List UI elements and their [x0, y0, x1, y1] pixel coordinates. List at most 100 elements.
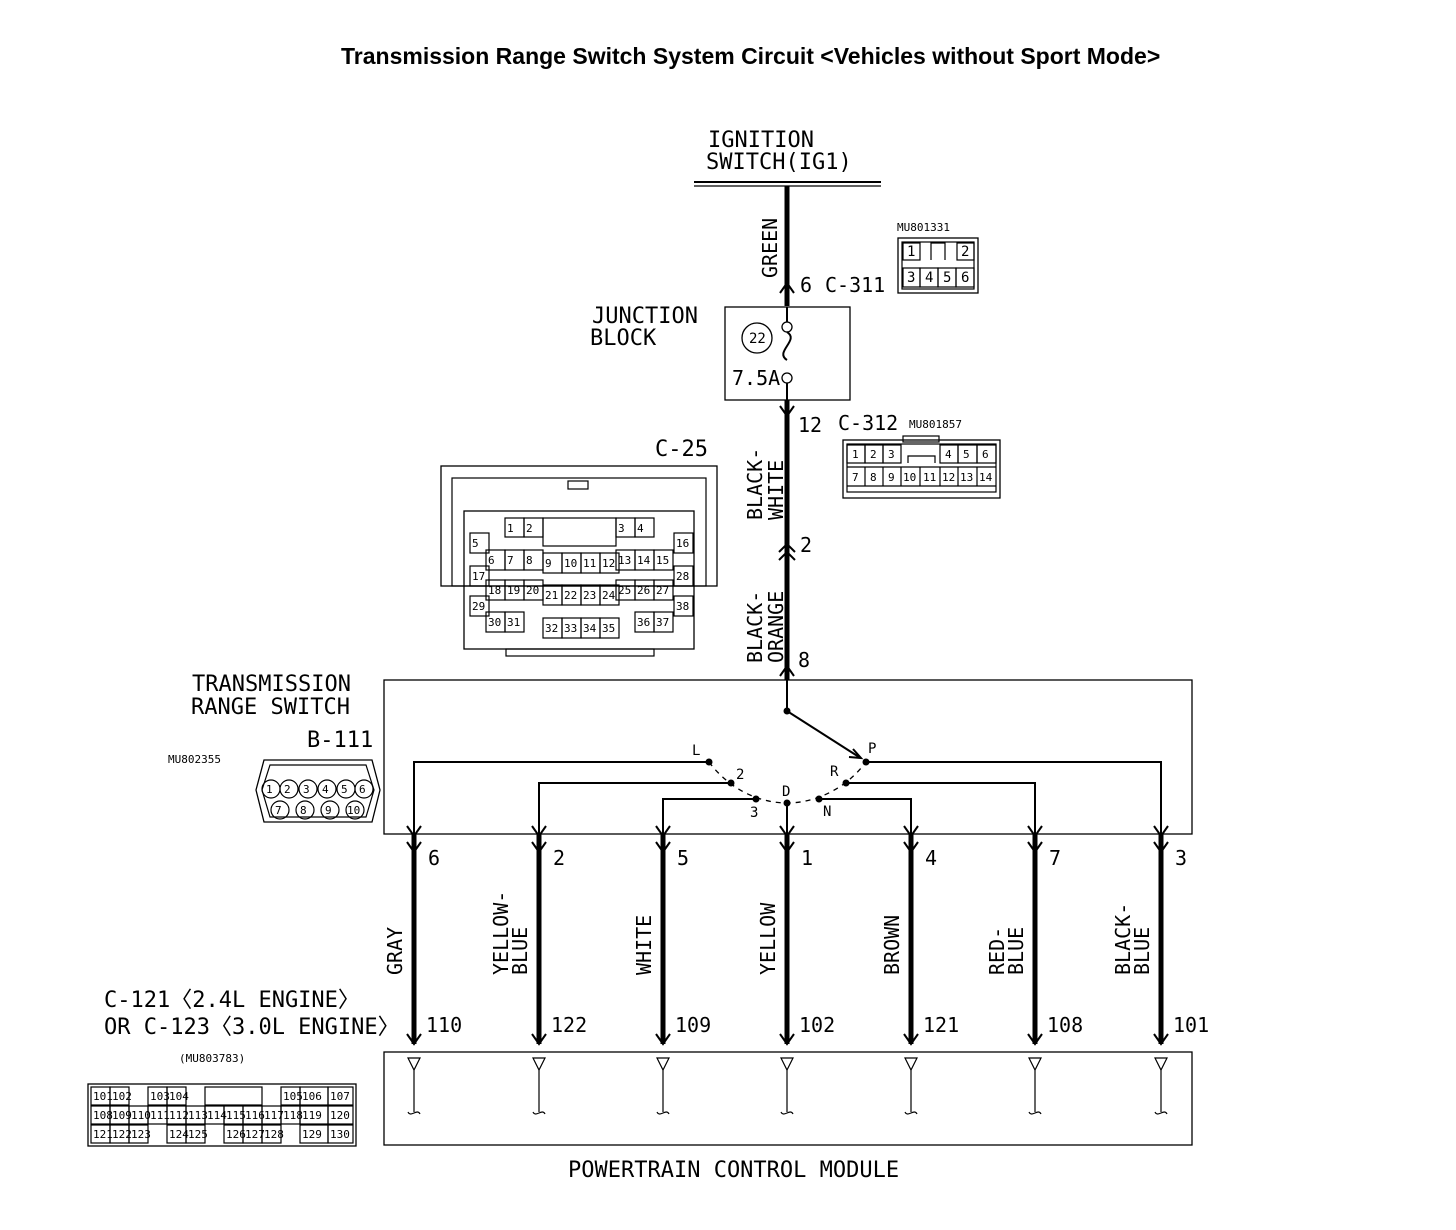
c311-pin-5: 5 — [943, 270, 951, 286]
pcm-ground-mark — [1028, 1111, 1042, 1115]
c25-pin-22: 22 — [564, 589, 577, 602]
c25-pin-14: 14 — [637, 554, 651, 567]
pcm-pin-number: 121 — [923, 1013, 959, 1037]
trs-pin-number: 4 — [925, 846, 937, 870]
pcm-grid-key — [204, 1086, 263, 1106]
pcm-grid-pin-116: 116 — [245, 1109, 265, 1122]
c311-pin-3: 3 — [907, 270, 915, 286]
c25-pin-15: 15 — [656, 554, 669, 567]
c25-pin-12: 12 — [602, 557, 615, 570]
fuse-rating: 7.5A — [732, 366, 780, 390]
pcm-ground-mark — [780, 1111, 794, 1115]
c312-pin-9: 9 — [888, 471, 895, 484]
pcm-pin-number: 109 — [675, 1013, 711, 1037]
b111-pin-10: 10 — [347, 804, 360, 817]
b111-pin-circle-6 — [354, 779, 374, 799]
trs-route-l — [413, 761, 709, 834]
pcm-ground-mark — [656, 1111, 670, 1115]
pcm-input-symbol — [532, 1057, 546, 1072]
upper-wire-color-line2: WHITE — [764, 460, 788, 520]
pcm-ground-mark — [532, 1111, 546, 1115]
c25-cell-35 — [599, 617, 620, 639]
pcm-grid-pin-117: 117 — [264, 1109, 284, 1122]
c311-terminal-mark — [779, 281, 795, 294]
pcm-connector-line2: OR C-123〈3.0L ENGINE〉 — [104, 1015, 400, 1040]
c312-pin-5: 5 — [963, 448, 970, 461]
c311-part-no: MU801331 — [897, 221, 950, 234]
trs-route-r — [846, 782, 1036, 834]
pcm-label: POWERTRAIN CONTROL MODULE — [568, 1158, 899, 1183]
b111-pin-circle-8 — [295, 800, 315, 820]
trs-pin-number: 2 — [553, 846, 565, 870]
trs-route-2 — [538, 782, 731, 834]
c25-pin-3: 3 — [618, 522, 625, 535]
pcm-grid-pin-127: 127 — [245, 1128, 265, 1141]
trs-pin-number: 6 — [428, 846, 440, 870]
trs-pin-number: 5 — [677, 846, 689, 870]
pcm-grid-pin-123: 123 — [131, 1128, 151, 1141]
trs-pin-number: 1 — [801, 846, 813, 870]
pcm-input-symbol — [780, 1057, 794, 1072]
c25-pin-38: 38 — [676, 600, 689, 613]
pcm-grid-cell — [128, 1124, 149, 1144]
wire-color-line2: BLUE — [1130, 927, 1154, 975]
c25-cell-16 — [673, 532, 694, 554]
c25-pin-13: 13 — [618, 554, 631, 567]
c312-pin-7: 7 — [852, 471, 859, 484]
pcm-grid-pin-120: 120 — [330, 1109, 350, 1122]
c25-cell-15 — [653, 549, 674, 571]
c25-pin-8: 8 — [526, 554, 533, 567]
c312-pin-4: 4 — [945, 448, 952, 461]
trs-part-no: MU802355 — [168, 753, 221, 766]
pcm-grid-pin-110: 110 — [131, 1109, 151, 1122]
splice-pin: 2 — [800, 533, 812, 557]
pcm-grid-pin-109: 109 — [112, 1109, 132, 1122]
c25-pin-17: 17 — [472, 570, 485, 583]
c25-pin-30: 30 — [488, 616, 501, 629]
c25-cell-28 — [673, 565, 694, 587]
c25-pin-25: 25 — [618, 584, 631, 597]
pcm-grid-pin-111: 111 — [150, 1109, 170, 1122]
c312-pin-13: 13 — [960, 471, 973, 484]
b111-pin-8: 8 — [300, 804, 307, 817]
c312-pin-8: 8 — [870, 471, 877, 484]
c25-cell-12 — [599, 552, 620, 574]
c25-pin-18: 18 — [488, 584, 501, 597]
wire-color: YELLOW — [756, 902, 780, 975]
c25-pin-24: 24 — [602, 589, 616, 602]
b111-pin-6: 6 — [359, 783, 366, 796]
b111-pin-2: 2 — [284, 783, 291, 796]
trs-pin-number: 3 — [1175, 846, 1187, 870]
pcm-grid-pin-113: 113 — [188, 1109, 208, 1122]
pcm-terminal-mark — [779, 1033, 795, 1046]
green-wire-color: GREEN — [758, 218, 782, 278]
c312-pin-11: 11 — [923, 471, 936, 484]
b111-pin-4: 4 — [322, 783, 329, 796]
c25-cell-38 — [673, 595, 694, 617]
pcm-ground-mark — [1154, 1111, 1168, 1115]
c25-pin-34: 34 — [583, 622, 597, 635]
c311-pin-1: 1 — [907, 244, 915, 260]
pcm-grid-pin-106: 106 — [302, 1090, 322, 1103]
fuse-terminal-top — [781, 321, 793, 333]
c312-pin-2: 2 — [870, 448, 877, 461]
pcm-grid-pin-108: 108 — [93, 1109, 113, 1122]
pos-2: 2 — [736, 767, 744, 783]
trs-connector-label: B-111 — [307, 728, 373, 753]
c311-label: C-311 — [825, 273, 885, 297]
c311-connector-face: 1 2 3 4 5 6 — [897, 237, 979, 294]
c25-pin-29: 29 — [472, 600, 485, 613]
pcm-input-symbol — [904, 1057, 918, 1072]
pcm-body — [383, 1051, 1193, 1146]
pcm-terminal-mark — [903, 1033, 919, 1046]
trs-input-pin: 8 — [798, 648, 810, 672]
pcm-grid-pin-124: 124 — [169, 1128, 189, 1141]
wire-color-line2: BLUE — [508, 927, 532, 975]
wire-color-line2: BLUE — [1004, 927, 1028, 975]
b111-pin-1: 1 — [266, 783, 273, 796]
trs-route-3 — [662, 798, 756, 834]
c25-pin-35: 35 — [602, 622, 615, 635]
